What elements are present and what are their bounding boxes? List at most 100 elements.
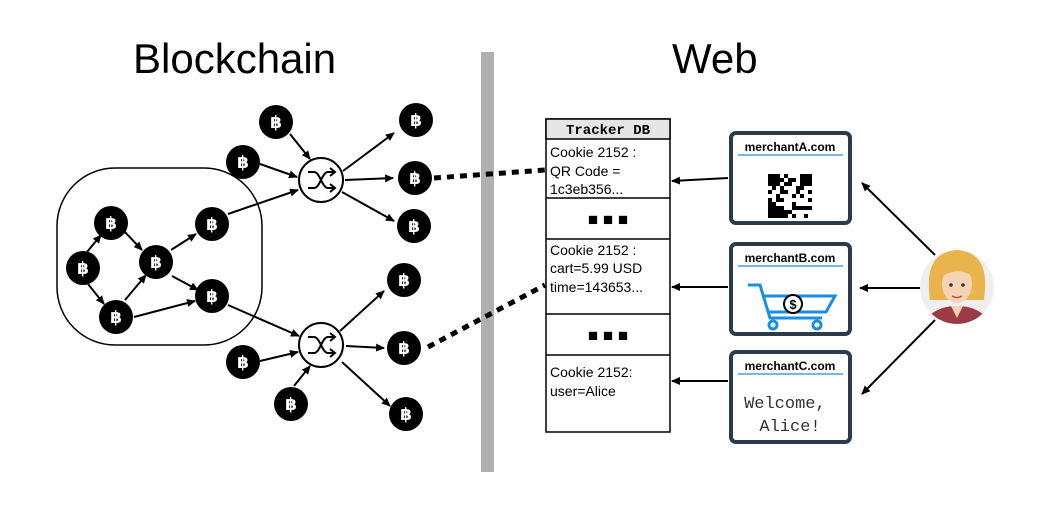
bitcoin-symbol: ฿ <box>270 113 282 133</box>
bitcoin-icon <box>139 245 173 279</box>
db-record-2-line-1: Cookie 2152 : <box>550 242 636 258</box>
qr-module <box>772 202 776 206</box>
qr-module <box>808 206 812 210</box>
db-record-3-line-2: user=Alice <box>550 383 616 399</box>
qr-module <box>768 210 772 214</box>
web-heading: Web <box>672 35 758 82</box>
bitcoin-symbol: ฿ <box>409 169 421 189</box>
qr-module <box>780 214 784 218</box>
blockchain-heading: Blockchain <box>133 35 337 82</box>
qr-module <box>796 206 800 210</box>
qr-module <box>772 182 776 186</box>
qr-module <box>808 182 812 186</box>
bitcoin-nodes: ฿฿฿฿฿฿฿฿฿฿฿฿฿฿฿฿ <box>66 103 433 431</box>
merchant-a-domain: merchantA.com <box>745 140 836 154</box>
qr-module <box>768 190 772 194</box>
qr-module <box>808 174 812 178</box>
qr-module <box>796 190 800 194</box>
qr-module <box>776 174 780 178</box>
bitcoin-icon <box>226 145 260 179</box>
qr-module <box>792 178 796 182</box>
qr-module <box>768 206 772 210</box>
bitcoin-symbol: ฿ <box>398 339 410 359</box>
bitcoin-icon <box>66 251 100 285</box>
db-record-1-line-2: QR Code = <box>550 163 620 179</box>
wallet-cluster-boundary <box>56 167 263 346</box>
lower-mix-edges <box>227 290 391 407</box>
qr-module <box>772 174 776 178</box>
qr-module <box>800 194 804 198</box>
bitcoin-icon <box>94 206 128 240</box>
db-record-2-line-3: time=143653... <box>550 279 643 295</box>
qr-module <box>784 214 788 218</box>
mixer-lower <box>298 322 344 368</box>
qr-module <box>772 210 776 214</box>
qr-module <box>800 178 804 182</box>
qr-module <box>772 186 776 190</box>
bitcoin-icon <box>99 300 133 334</box>
qr-module <box>792 206 796 210</box>
bitcoin-icon <box>259 105 293 139</box>
merchant-c-welcome-line-2: Alice! <box>759 418 820 437</box>
svg-text:Cookie 2152 : QR Code =: Cookie 2152 : QR Code = 1c3eb356... <box>550 144 640 197</box>
qr-module <box>804 178 808 182</box>
db-record-1-line-3: 1c3eb356... <box>550 181 623 197</box>
qr-module <box>780 206 784 210</box>
qr-module <box>776 214 780 218</box>
db-ellipsis-1: ■ ■ ■ <box>588 210 628 229</box>
merchant-c-domain: merchantC.com <box>745 359 836 373</box>
qr-module <box>768 198 772 202</box>
qr-module <box>800 186 804 190</box>
qr-module <box>768 214 772 218</box>
bitcoin-symbol: ฿ <box>237 153 249 173</box>
bitcoin-icon <box>389 397 423 431</box>
qr-module <box>796 186 800 190</box>
cluster-edges <box>86 229 199 318</box>
qr-module <box>784 182 788 186</box>
db-record-3-line-1: Cookie 2152: <box>550 364 633 380</box>
shuffle-icon <box>308 336 334 354</box>
qr-module <box>780 198 784 202</box>
bitcoin-symbol: ฿ <box>285 395 297 415</box>
qr-module <box>768 174 772 178</box>
bitcoin-symbol: ฿ <box>398 271 410 291</box>
svg-text:Cookie 2152: user=Alice: Cookie 2152: user=Alice <box>550 364 636 399</box>
db-record-1-line-1: Cookie 2152 : <box>550 144 636 160</box>
qr-module <box>804 214 808 218</box>
qr-module <box>776 178 780 182</box>
bitcoin-symbol: ฿ <box>206 215 218 235</box>
bitcoin-icon <box>398 161 432 195</box>
qr-module <box>808 178 812 182</box>
qr-module <box>772 206 776 210</box>
qr-module <box>808 198 812 202</box>
qr-module <box>780 210 784 214</box>
linking-lines <box>426 167 547 350</box>
svg-text:Cookie 2152 : cart=5.99: Cookie 2152 : cart=5.99 USD time=143653.… <box>550 242 646 295</box>
bitcoin-symbol: ฿ <box>410 111 422 131</box>
qr-module <box>792 194 796 198</box>
qr-module <box>780 178 784 182</box>
db-record-2-line-2: cart=5.99 USD <box>550 260 642 276</box>
merchant-b-window: merchantB.com $ <box>729 242 852 336</box>
bitcoin-symbol: ฿ <box>400 405 412 425</box>
qr-module <box>776 194 780 198</box>
shopping-cart-icon <box>748 283 838 331</box>
merchant-b-domain: merchantB.com <box>745 251 836 265</box>
qr-module <box>800 174 804 178</box>
qr-module <box>768 202 772 206</box>
merchant-a-window: merchantA.com <box>729 131 852 225</box>
upper-mix-edges <box>227 132 395 222</box>
db-ellipsis-2: ■ ■ ■ <box>588 326 628 345</box>
merchant-c-window: merchantC.com Welcome, Alice! <box>729 350 852 444</box>
shuffle-icon <box>308 171 334 189</box>
mixer-upper <box>298 157 344 203</box>
tracker-db-title: Tracker DB <box>566 123 651 139</box>
qr-module <box>788 178 792 182</box>
user-to-merchant-arrows <box>859 182 936 395</box>
bitcoin-symbol: ฿ <box>77 259 89 279</box>
bitcoin-icon <box>195 279 229 313</box>
tracker-db-table: Tracker DB Cookie 2152 : QR Code = 1c3eb… <box>545 118 671 433</box>
qr-module <box>776 182 780 186</box>
qr-module <box>776 198 780 202</box>
